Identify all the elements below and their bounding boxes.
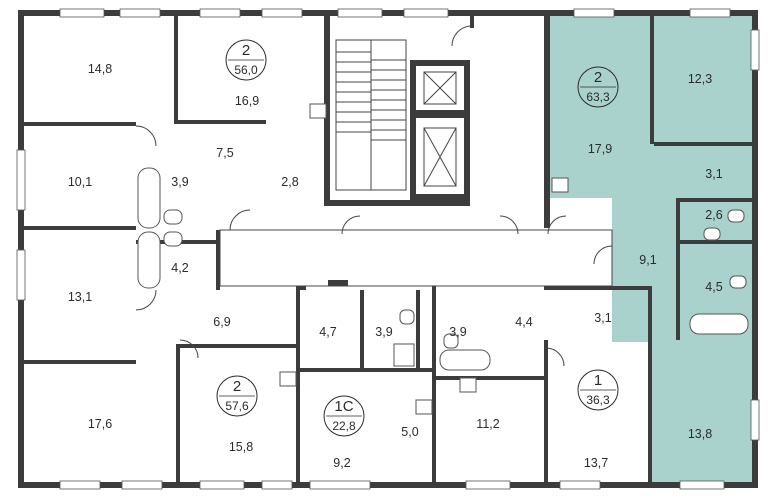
room-area: 6,9 — [213, 315, 230, 329]
apartment-total-area: 22,8 — [332, 419, 356, 433]
outer-walls — [18, 10, 758, 488]
room-area: 2,8 — [281, 175, 298, 189]
apartment-rooms: 2 — [242, 42, 250, 59]
room-area: 13,8 — [688, 427, 712, 441]
room-area: 3,9 — [171, 175, 188, 189]
apartment-marker: 2 57,6 — [216, 375, 258, 417]
apartment-total-area: 57,6 — [225, 399, 249, 413]
room-area: 3,1 — [705, 167, 722, 181]
room-area: 4,4 — [515, 315, 532, 329]
room-area: 17,6 — [88, 417, 112, 431]
room-area: 9,2 — [333, 456, 350, 470]
room-area: 7,5 — [216, 146, 233, 160]
corridor — [219, 229, 613, 287]
room-area: 3,9 — [375, 325, 392, 339]
room-area: 11,2 — [476, 417, 499, 431]
room-area: 15,8 — [229, 440, 253, 454]
windows-bottom — [59, 480, 725, 490]
apartment-total-area: 56,0 — [234, 63, 258, 77]
room-area: 17,9 — [588, 142, 612, 156]
room-area: 9,1 — [639, 253, 656, 267]
windows-top — [59, 8, 731, 18]
highlighted-apartment — [546, 14, 752, 484]
apartment-total-area: 36,3 — [586, 393, 610, 407]
room-area: 13,1 — [68, 290, 92, 304]
apartment-marker: 1С 22,8 — [323, 395, 365, 437]
room-area: 4,5 — [705, 280, 722, 294]
apartment-rooms: 2 — [594, 69, 602, 86]
room-area: 14,8 — [88, 62, 112, 76]
room-labels: 14,8 16,9 7,5 2,8 10,1 3,9 4,2 13,1 6,9 … — [68, 62, 723, 470]
bathroom-fixtures — [137, 167, 749, 371]
room-area: 12,3 — [688, 72, 712, 86]
room-area: 10,1 — [68, 175, 92, 189]
kitchen-sinks — [279, 103, 569, 415]
apartment-rooms: 1С — [334, 398, 353, 415]
apartment-rooms: 1 — [594, 372, 602, 389]
door-arcs — [135, 25, 613, 367]
elevator-shafts — [423, 71, 457, 187]
apartment-rooms: 2 — [233, 378, 241, 395]
room-area: 2,6 — [705, 208, 722, 222]
windows-sides — [16, 29, 760, 441]
room-area: 13,7 — [584, 456, 608, 470]
room-area: 3,1 — [594, 311, 611, 325]
staircase — [335, 39, 407, 191]
apartment-marker: 2 56,0 — [225, 39, 267, 81]
room-area: 5,0 — [401, 425, 418, 439]
apartment-total-area: 63,3 — [586, 90, 610, 104]
apartment-marker: 1 36,3 — [577, 369, 619, 411]
room-area: 4,2 — [171, 261, 188, 275]
room-area: 16,9 — [235, 94, 259, 108]
room-area: 4,7 — [319, 325, 336, 339]
room-area: 3,9 — [449, 325, 466, 339]
apartment-marker: 2 63,3 — [577, 66, 619, 108]
